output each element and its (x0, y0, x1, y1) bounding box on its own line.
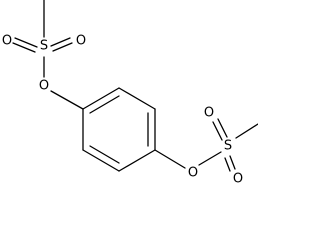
atom-o-top-right: O (76, 34, 86, 49)
ring-bond-5 (82, 149, 120, 172)
bond-o-s-bottom-ester (198, 151, 222, 166)
atom-s-top: S (40, 39, 48, 54)
ring-bond-2 (118, 87, 156, 110)
ring-double-1 (89, 95, 120, 114)
bond-s-o-top-right-b (52, 42, 73, 52)
atom-o-bottom-left: O (204, 106, 214, 121)
atom-o-bottom-down: O (233, 172, 243, 187)
atom-o-top-ester: O (39, 79, 49, 94)
atom-o-top-left: O (2, 34, 12, 49)
bond-s-o-bottom-down-a (224, 157, 231, 172)
benzene-ring (82, 87, 156, 172)
ring-bond-4 (118, 149, 156, 172)
bond-c-o-bottom (154, 149, 186, 169)
bond-s-o-top-left-b (12, 42, 36, 53)
bond-s-o-top-right-a (50, 37, 71, 47)
bond-s-o-bottom-left-a (212, 121, 223, 141)
atom-o-bottom-ester: O (188, 166, 198, 181)
ring-bond-1 (82, 87, 120, 110)
top-mesyl-group (12, 0, 73, 78)
bond-s-methyl-bottom (235, 123, 258, 139)
ring-double-3 (89, 145, 120, 164)
bond-s-o-top-left-a (14, 37, 38, 48)
bond-s-o-bottom-left-b (217, 118, 228, 138)
bond-o-c-top (50, 90, 84, 110)
bond-s-o-bottom-down-b (229, 155, 236, 170)
bottom-mesyl-group (198, 118, 258, 172)
atom-s-bottom: S (224, 139, 232, 154)
chemical-structure: S O O O O S O O (2, 0, 258, 187)
